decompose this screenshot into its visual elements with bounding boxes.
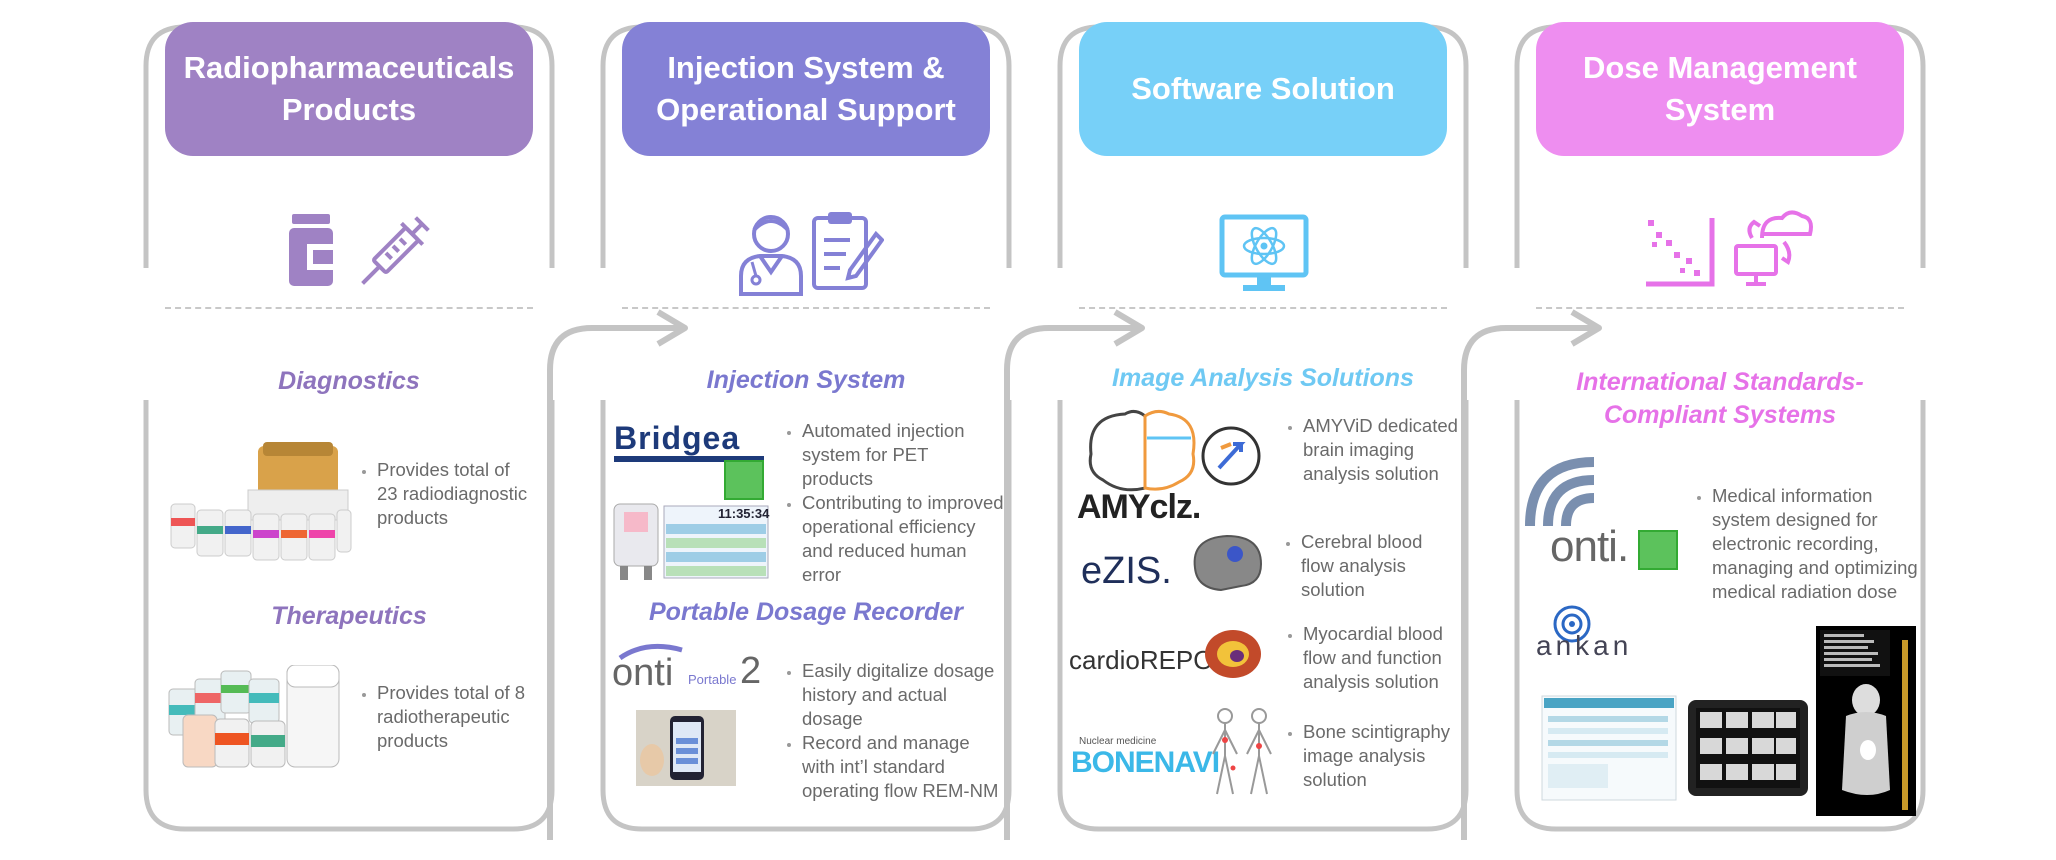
bridgea-logo-text: Bridgea xyxy=(614,420,741,456)
header-icons xyxy=(1514,178,1926,288)
bullet-item: Record and manage with int’l standard op… xyxy=(802,731,1004,803)
onti-logo: onti. xyxy=(1550,522,1629,571)
column-dose-management: Dose Management System International Sta… xyxy=(1514,0,1926,844)
bone-scan-image xyxy=(1212,708,1272,795)
bullet-item: Cerebral blood flow analysis solution xyxy=(1301,530,1459,602)
section-title-image-analysis: Image Analysis Solutions xyxy=(1112,364,1414,392)
onti-arc-icon xyxy=(618,643,683,660)
divider xyxy=(1536,307,1904,309)
flow-arrow-1 xyxy=(547,309,688,840)
dose-system-screens-image xyxy=(1541,626,1916,816)
ihe-badge xyxy=(1638,530,1678,570)
ezis-logo: eZIS. xyxy=(1081,550,1172,592)
device-screen-time: 11:35:34 xyxy=(718,506,770,521)
cardiorepo-bullets: Myocardial blood flow and function analy… xyxy=(1281,622,1461,694)
column-injection-system: Injection System & Operational Support I… xyxy=(600,0,1012,844)
ezis-bullets: Cerebral blood flow analysis solution xyxy=(1279,530,1459,602)
onti-logo-text: onti xyxy=(612,652,674,694)
bullet-item: Provides total of 8 radiotherapeutic pro… xyxy=(377,681,535,753)
header-label: Injection System & Operational Support xyxy=(656,50,956,127)
therapeutics-bullets: Provides total of 8 radiotherapeutic pro… xyxy=(355,681,535,753)
flow-arrow-3 xyxy=(1461,309,1602,840)
cloud-computer-icon xyxy=(1734,210,1813,286)
section-title-portable-dosage-recorder: Portable Dosage Recorder xyxy=(649,598,963,626)
section-title-diagnostics: Diagnostics xyxy=(278,367,420,395)
divider xyxy=(165,307,533,309)
diagnostic-products-image xyxy=(170,442,352,561)
onti-waves-icon xyxy=(1525,457,1595,527)
doctor-icon xyxy=(739,215,803,296)
amyclz-brain-image xyxy=(1088,409,1261,492)
monitor-atom-icon xyxy=(1219,214,1309,291)
bullet-item: Myocardial blood flow and function analy… xyxy=(1303,622,1461,694)
portable-dosage-bullets: Easily digitalize dosage history and act… xyxy=(780,659,1004,803)
bridgea-logo: Bridgea xyxy=(614,420,764,462)
ankan-logo: ankan xyxy=(1536,630,1633,661)
amyclz-logo: AMYclz. xyxy=(1077,488,1201,526)
divider xyxy=(622,307,990,309)
ankan-logo-icon xyxy=(1553,605,1591,643)
column-radiopharmaceuticals: Radiopharmaceuticals Products Diagnostic… xyxy=(143,0,555,844)
diagnostics-bullets: Provides total of 23 radiodiagnostic pro… xyxy=(355,458,535,530)
medicine-bottle-icon xyxy=(289,214,333,286)
bonenavi-bullets: Bone scintigraphy image analysis solutio… xyxy=(1281,720,1461,792)
portable-logo-text: Portable xyxy=(688,672,737,687)
bullet-item: Provides total of 23 radiodiagnostic pro… xyxy=(377,458,535,530)
header-label: Radiopharmaceuticals Products xyxy=(183,50,515,127)
bullet-item: Automated injection system for PET produ… xyxy=(802,419,1004,491)
cardiorepo-logo: cardioREPO. xyxy=(1069,645,1221,675)
divider xyxy=(1079,307,1447,309)
header-icons xyxy=(1057,178,1469,291)
injection-device-image xyxy=(613,503,769,580)
dose-chart-icon xyxy=(1646,218,1715,287)
header-injection-system: Injection System & Operational Support xyxy=(622,22,990,156)
header-software-solution: Software Solution xyxy=(1079,22,1447,156)
ihe-badge xyxy=(724,460,764,500)
portable-logo-number: 2 xyxy=(740,650,762,692)
bridgea-logo-swoosh xyxy=(614,456,764,462)
header-dose-management: Dose Management System xyxy=(1536,22,1904,156)
bullet-item: Medical information system designed for … xyxy=(1712,484,1922,604)
injection-system-bullets: Automated injection system for PET produ… xyxy=(780,419,1004,587)
header-label: Dose Management System xyxy=(1583,50,1857,127)
bullet-item: Contributing to improved operational eff… xyxy=(802,491,1004,587)
section-title-therapeutics: Therapeutics xyxy=(271,602,427,630)
cardiorepo-heart-image xyxy=(1205,630,1261,678)
dose-management-bullets: Medical information system designed for … xyxy=(1690,484,1922,604)
syringe-icon xyxy=(361,216,430,285)
header-icons xyxy=(143,178,555,288)
onti-portable-logo: onti Portable 2 xyxy=(612,640,762,696)
column-software-solution: Software Solution Image Analysis Solutio… xyxy=(1057,0,1469,844)
section-title-injection-system: Injection System xyxy=(706,366,906,394)
clipboard-icon xyxy=(812,212,884,290)
section-title-international-standards: International Standards-Compliant System… xyxy=(1576,368,1864,429)
bullet-item: AMYViD dedicated brain imaging analysis … xyxy=(1303,414,1461,486)
header-icons xyxy=(600,178,1012,296)
bullet-item: Easily digitalize dosage history and act… xyxy=(802,659,1004,731)
therapeutic-products-image xyxy=(168,665,340,768)
bullet-item: Bone scintigraphy image analysis solutio… xyxy=(1303,720,1461,792)
header-label: Software Solution xyxy=(1131,71,1395,106)
bonenavi-logo: BONENAVI xyxy=(1071,746,1220,779)
bonenavi-small-label: Nuclear medicine xyxy=(1079,736,1157,747)
portable-device-image xyxy=(636,710,736,786)
header-radiopharmaceuticals: Radiopharmaceuticals Products xyxy=(165,22,533,156)
flow-arrow-2 xyxy=(1004,309,1145,840)
amyclz-bullets: AMYViD dedicated brain imaging analysis … xyxy=(1281,414,1461,486)
ezis-brain-image xyxy=(1193,534,1263,592)
